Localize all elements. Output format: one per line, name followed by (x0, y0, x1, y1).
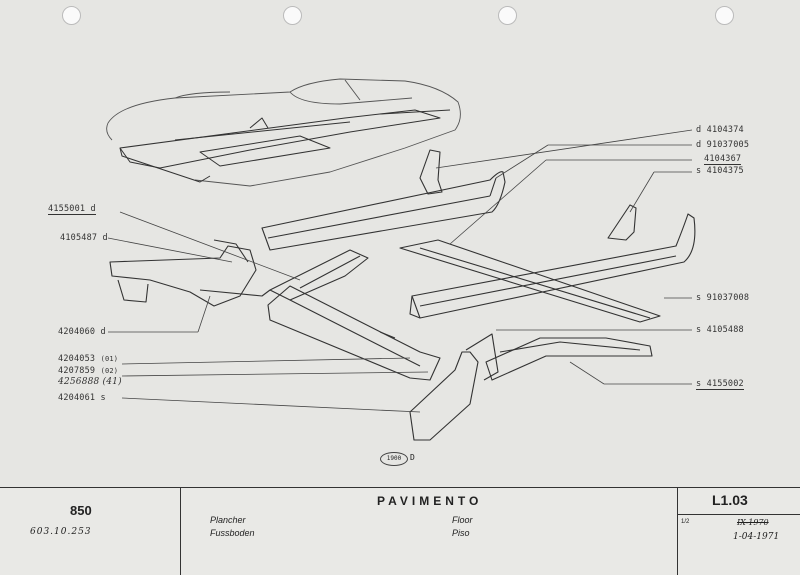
bracket-4104374 (419, 149, 443, 195)
label-4104375: s 4104375 (696, 166, 744, 176)
page-code: L1.03 (712, 492, 748, 508)
label-4207859-number: 4207859 (58, 366, 96, 376)
title-english: Floor (452, 515, 473, 525)
page-title: PAVIMENTO (377, 494, 483, 508)
floor-assembly-preview (119, 109, 451, 183)
label-4155002: s 4155002 (696, 379, 744, 390)
label-4204060: 4204060 d (58, 327, 106, 337)
title-german: Fussboden (210, 528, 255, 538)
label-4207859: 4207859 (02) (58, 366, 118, 376)
label-4256888: 4256888 (41) (58, 377, 122, 387)
label-4204053-number: 4204053 (58, 354, 96, 364)
label-4155001: 4155001 d (48, 204, 96, 215)
label-91037005: d 91037005 (696, 140, 750, 150)
title-block-divider-1 (180, 488, 181, 575)
sill-91037008 (409, 213, 696, 319)
sheet-number: 1/2 (681, 519, 690, 525)
rear-member-left (109, 239, 271, 307)
label-4105487: 4105487 d (60, 233, 108, 243)
punch-hole-1 (62, 6, 81, 25)
title-french: Plancher (210, 515, 246, 525)
label-4256888-number: 4256888 (58, 377, 100, 387)
date-current: 1-04-1971 (733, 532, 780, 542)
label-4155001-text: 4155001 d (48, 204, 96, 215)
title-spanish: Piso (452, 528, 470, 538)
label-91037008: s 91037008 (696, 293, 750, 303)
revision-stamp-suffix: D (410, 453, 415, 462)
car-outline (106, 78, 461, 187)
model-number: 850 (70, 503, 92, 518)
central-rail (267, 285, 441, 381)
label-4207859-note: (02) (100, 367, 119, 375)
label-4204053: 4204053 (01) (58, 354, 118, 364)
label-4105488: s 4105488 (696, 325, 744, 335)
label-4204061: 4204061 s (58, 393, 106, 403)
title-block-divider-3 (677, 514, 800, 515)
sill-91037005 (261, 171, 506, 251)
title-block-divider-2 (677, 488, 678, 575)
label-4204053-note: (01) (100, 355, 119, 363)
crossmember-4104367 (399, 239, 661, 323)
punch-hole-2 (283, 6, 302, 25)
model-code: 603.10.253 (30, 527, 92, 537)
revision-stamp: 1900 (380, 452, 408, 466)
leader-lines (107, 129, 693, 413)
brace-4155001 (269, 249, 369, 301)
label-4104374: d 4104374 (696, 125, 744, 135)
exploded-floor-drawing (106, 78, 696, 441)
label-4104367-text: 4104367 (704, 154, 742, 165)
punch-hole-4 (715, 6, 734, 25)
label-4104367: 4104367 (704, 154, 742, 165)
label-4256888-note: (41) (102, 377, 122, 387)
date-superseded: IX-1970 (737, 518, 769, 527)
punch-hole-3 (498, 6, 517, 25)
bracket-4104375 (607, 204, 637, 241)
front-member-4204061 (409, 333, 499, 441)
arm-4155002 (485, 337, 653, 381)
title-block: 850 603.10.253 PAVIMENTO Plancher Fussbo… (0, 487, 800, 575)
label-4155002-text: s 4155002 (696, 379, 744, 390)
